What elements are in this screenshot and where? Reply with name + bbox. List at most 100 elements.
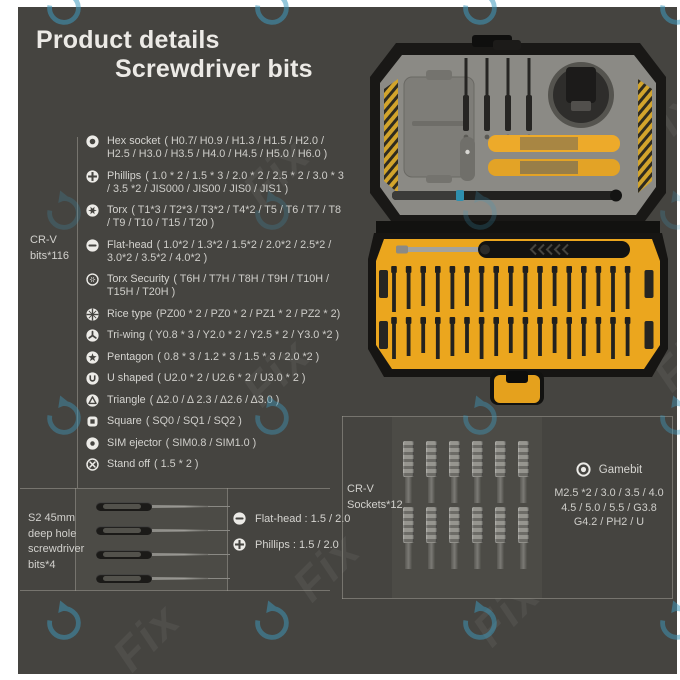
crv-bits-label-line2: bits*116 [30,249,69,262]
bit-type-label: U shaped [107,372,154,384]
latch [490,371,544,405]
list-item: Pentagon( 0.8 * 3 / 1.2 * 3 / 1.5 * 3 / … [86,351,344,364]
bit-type-label: Tri-wing [107,329,145,341]
bit-text: Phillips( 1.0 * 2 / 1.5 * 3 / 2.0 * 2 / … [107,170,344,196]
crv-bits-label-line1: CR-V [30,234,57,246]
bit-specs: ( U2.0 * 2 / U2.6 * 2 / U3.0 * 2 ) [157,372,306,384]
socket-bit [495,441,506,503]
hatched-accent-right [638,79,652,193]
divider-sockets-top [342,416,672,417]
s2-spec-row: Flat-head : 1.5 / 2.0 [233,512,350,525]
list-item: U shaped( U2.0 * 2 / U2.6 * 2 / U3.0 * 2… [86,372,344,385]
sim-tool [460,137,475,181]
sockets-label-line2: Sockets*12 [347,498,403,511]
page-title-line1: Product details [36,26,220,54]
s2-deep-hole-bit [90,495,230,519]
list-item: Phillips( 1.0 * 2 / 1.5 * 3 / 2.0 * 2 / … [86,170,344,196]
socket-bit [472,441,483,503]
s2-spec-row: Phillips : 1.5 / 2.0 [233,538,350,551]
socket-bit [449,441,460,503]
pry-bars [488,135,620,176]
tri-wing-icon [86,329,99,342]
s2-deep-hole-bit [90,543,230,567]
torx-security-icon [86,273,99,286]
u-shaped-icon [86,372,99,385]
bit-type-label: Flat-head [107,238,153,251]
bit-text: Stand off( 1.5 * 2 ) [107,458,198,471]
bit-specs: (PZ00 * 2 / PZ0 * 2 / PZ1 * 2 / PZ2 * 2) [156,307,341,320]
sockets-label-line1: CR-V [347,483,374,495]
page-title: Product details Screwdriver bits [36,26,313,84]
bit-text: Triangle( Δ2.0 / Δ 2.3 / Δ2.6 / Δ3.0 ) [107,394,279,407]
bit-specs: ( SQ0 / SQ1 / SQ2 ) [145,415,242,427]
divider-s2-top [20,488,330,489]
suction-cup [548,62,614,128]
divider-sockets-right [672,416,673,599]
bit-specs: ( SIM0.8 / SIM1.0 ) [165,436,257,449]
bit-specs: ( 1.0 * 2 / 1.5 * 3 / 2.0 * 2 / 2.5 * 2 … [107,169,344,195]
divider-s2-left [75,488,76,591]
s2-label-line2: deep hole [28,527,77,540]
gamebit-header: Gamebit [545,462,673,477]
bit-text: U shaped( U2.0 * 2 / U2.6 * 2 / U3.0 * 2… [107,372,305,385]
bit-type-label: Triangle [107,393,146,406]
bit-text: Tri-wing( Y0.8 * 3 / Y2.0 * 2 / Y2.5 * 2… [107,329,339,342]
bit-text: SIM ejector( SIM0.8 / SIM1.0 ) [107,437,256,450]
bit-type-label: Torx [107,204,128,216]
s2-deep-hole-bit [90,519,230,543]
phillips-icon [233,538,246,551]
s2-label-line4: bits*4 [28,558,56,571]
s2-label-line3: screwdriver [28,543,85,555]
bit-type-label: Square [107,415,142,427]
bit-type-label: SIM ejector [107,436,162,449]
gamebit-specs-line2: 4.5 / 5.0 / 5.5 / G3.8 [561,501,657,514]
list-item: Square( SQ0 / SQ1 / SQ2 ) [86,415,344,428]
socket-bit [518,507,529,569]
square-icon [86,415,99,428]
tray-bits [379,266,654,359]
screwdriver [396,241,630,258]
bit-type-label: Torx Security [107,273,170,285]
divider-vertical-bits [77,137,78,488]
sockets-image-box [392,417,542,598]
socket-bit [472,507,483,569]
bit-specs: ( T1*3 / T2*3 / T3*2 / T4*2 / T5 / T6 / … [107,204,342,229]
list-item: Rice type(PZ00 * 2 / PZ0 * 2 / PZ1 * 2 /… [86,308,344,321]
gamebit-panel: Gamebit M2.5 *2 / 3.0 / 3.5 / 4.0 4.5 / … [545,462,673,530]
gamebit-icon [576,462,591,477]
list-item: Triangle( Δ2.0 / Δ 2.3 / Δ2.6 / Δ3.0 ) [86,394,344,407]
list-item: Flat-head( 1.0*2 / 1.3*2 / 1.5*2 / 2.0*2… [86,239,344,265]
bit-type-label: Stand off [107,458,151,470]
hatched-accent-left [384,79,398,193]
page-title-line2: Screwdriver bits [115,55,313,83]
list-item: Stand off( 1.5 * 2 ) [86,458,344,471]
divider-sockets-bottom [342,598,672,599]
triangle-icon [86,393,99,407]
s2-deep-hole-bit [90,567,230,591]
torx-icon [86,204,99,217]
socket-row [403,507,529,569]
bits-list: Hex socket( H0.7/ H0.9 / H1.3 / H1.5 / H… [86,135,344,480]
phillips-icon [86,169,99,183]
rice-type-icon [86,307,99,321]
socket-row [403,441,529,503]
sockets-label: CR-V Sockets*12 [347,482,403,513]
gamebit-specs-line3: G4.2 / PH2 / U [573,516,645,528]
socket-bit [403,507,414,569]
s2-label-line1: S2 45mm [28,512,76,524]
bit-text: Torx Security( T6H / T7H / T8H / T9H / T… [107,273,344,299]
stand-off-icon [86,458,99,471]
hex-socket-icon [86,135,99,148]
bit-type-label: Phillips [107,169,142,182]
crv-bits-label: CR-V bits*116 [30,233,69,264]
gamebit-specs-line1: M2.5 *2 / 3.0 / 3.5 / 4.0 [554,487,664,499]
bit-specs: ( H0.7/ H0.9 / H1.3 / H1.5 / H2.0 / H2.5… [107,135,328,160]
gamebit-label: Gamebit [598,463,643,476]
bit-text: Rice type(PZ00 * 2 / PZ0 * 2 / PZ1 * 2 /… [107,308,340,321]
bit-text: Flat-head( 1.0*2 / 1.3*2 / 1.5*2 / 2.0*2… [107,239,344,265]
s2-label: S2 45mm deep hole screwdriver bits*4 [28,511,84,573]
bit-specs: ( 1.0*2 / 1.3*2 / 1.5*2 / 2.0*2 / 2.5*2 … [107,238,332,264]
divider-s2-bottom [20,590,330,591]
socket-bit [518,441,529,503]
